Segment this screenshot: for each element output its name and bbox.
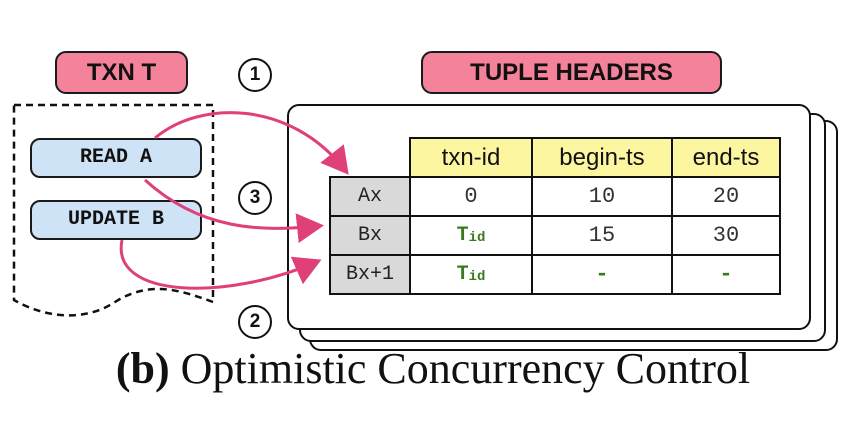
read-a-operation: READ A bbox=[30, 138, 202, 178]
row-label-bx1: Bx+1 bbox=[329, 254, 411, 295]
arrow-read-to-ax bbox=[154, 111, 349, 175]
table-header-row: txn-id begin-ts end-ts bbox=[330, 137, 781, 178]
txn-label: TXN T bbox=[55, 51, 188, 94]
table-row-bx1: Bx+1 Tid - - bbox=[329, 254, 781, 295]
step-1-marker: 1 bbox=[238, 58, 272, 92]
caption-prefix: (b) bbox=[115, 344, 170, 393]
tid-main: T bbox=[456, 224, 469, 247]
cell-bx-begin-ts: 15 bbox=[531, 215, 673, 256]
tuple-headers-label: TUPLE HEADERS bbox=[421, 51, 722, 94]
table-row-ax: Ax 0 10 20 bbox=[329, 176, 781, 217]
arrow-read-to-bx bbox=[143, 178, 324, 244]
column-header-begin-ts: begin-ts bbox=[531, 137, 673, 178]
row-label-ax: Ax bbox=[329, 176, 411, 217]
table-row-bx: Bx Tid 15 30 bbox=[329, 215, 781, 256]
tid-subscript: id bbox=[468, 230, 486, 246]
arrow-update-to-bx1 bbox=[119, 239, 322, 290]
cell-bx1-txn-id: Tid bbox=[409, 254, 533, 295]
cell-bx1-begin-ts: - bbox=[531, 254, 673, 295]
step-3-marker: 3 bbox=[238, 181, 272, 215]
cell-bx-end-ts: 30 bbox=[671, 215, 781, 256]
caption-text: Optimistic Concurrency Control bbox=[169, 344, 751, 393]
update-b-operation: UPDATE B bbox=[30, 200, 202, 240]
figure-caption: (b) Optimistic Concurrency Control bbox=[0, 343, 866, 394]
tid-main: T bbox=[456, 263, 469, 286]
column-header-end-ts: end-ts bbox=[671, 137, 781, 178]
cell-bx1-end-ts: - bbox=[671, 254, 781, 295]
tid-subscript: id bbox=[468, 269, 486, 285]
cell-ax-begin-ts: 10 bbox=[531, 176, 673, 217]
cell-bx-txn-id: Tid bbox=[409, 215, 533, 256]
step-2-marker: 2 bbox=[238, 305, 272, 339]
cell-ax-end-ts: 20 bbox=[671, 176, 781, 217]
row-label-bx: Bx bbox=[329, 215, 411, 256]
column-header-txn-id: txn-id bbox=[409, 137, 533, 178]
cell-ax-txn-id: 0 bbox=[409, 176, 533, 217]
tuple-header-table: txn-id begin-ts end-ts Ax 0 10 20 Bx Tid… bbox=[329, 137, 781, 295]
